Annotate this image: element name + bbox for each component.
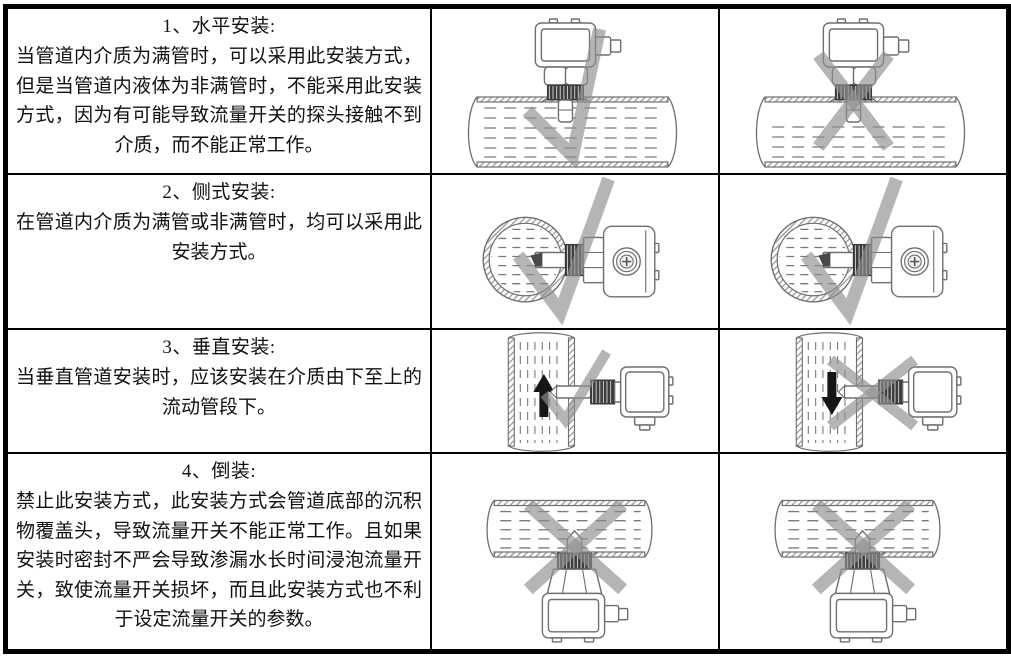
check-mark-icon — [801, 176, 903, 326]
flow-switch-device — [549, 366, 674, 431]
line — [869, 569, 876, 594]
connector-port-icon — [612, 247, 641, 276]
cross-mark-icon — [813, 51, 894, 151]
side-mount-correct-figure — [482, 176, 660, 326]
row-4-body: 禁止此安装方式，此安装方式会管道底部的沉积物覆盖头，导致流量开关不能正常工作。且… — [16, 491, 422, 630]
flow-direction-arrow-down — [821, 372, 843, 415]
vertical-mount-upward-flow-correct-figure — [507, 332, 674, 452]
row-4-description-cell: 4、倒装: 禁止此安装方式，此安装方式会管道底部的沉积物覆盖头，导致流量开关不能正… — [8, 454, 432, 649]
line — [561, 569, 568, 594]
side-mount-correct-2-cell — [720, 175, 1006, 330]
flow-switch-device — [530, 225, 660, 298]
side-mount-correct-cell — [432, 175, 720, 330]
line — [839, 551, 846, 556]
inverted-mount-incorrect-figure — [486, 499, 653, 643]
row-3-body: 当垂直管道安装时，应该安装在介质由下至上的流动管段下。 — [16, 367, 422, 418]
vertical-mount-downward-flow-incorrect-figure — [795, 332, 962, 452]
line — [829, 97, 836, 103]
horizontal-mount-full-pipe-correct-figure — [467, 18, 678, 170]
cross-mark-icon — [523, 499, 628, 595]
row-1-description-cell: 1、水平安装: 当管道内介质为满管时，可以采用此安装方式，但是当管道内液体为非满管… — [8, 9, 432, 175]
row-1-body: 当管道内介质为满管时，可以采用此安装方式，但是当管道内液体为非满管时，不能采用此… — [16, 46, 422, 156]
vertical-mount-downward-flow-incorrect-cell — [720, 330, 1006, 454]
row-4-title: 4、倒装: — [181, 461, 257, 482]
row-2-body: 在管道内介质为满管或非满管时，均可以采用此安装方式。 — [16, 212, 422, 263]
check-mark-icon — [540, 349, 611, 429]
check-mark-icon — [513, 176, 615, 326]
inverted-mount-incorrect-cell — [432, 454, 720, 649]
row-3-title: 3、垂直安装: — [162, 337, 276, 358]
line — [551, 551, 558, 556]
cross-mark-icon — [826, 355, 919, 431]
vertical-mount-upward-flow-correct-cell — [432, 330, 720, 454]
row-1-title: 1、水平安装: — [162, 16, 276, 37]
installation-table: 1、水平安装: 当管道内介质为满管时，可以采用此安装方式，但是当管道内液体为非满管… — [3, 4, 1011, 654]
side-mount-correct-2-figure — [770, 176, 948, 326]
line — [541, 97, 548, 103]
connector-port-icon — [900, 247, 929, 276]
horizontal-mount-partial-pipe-incorrect-figure — [755, 18, 966, 168]
row-3-description-cell: 3、垂直安装: 当垂直管道安装时，应该安装在介质由下至上的流动管段下。 — [8, 330, 432, 454]
inverted-mount-incorrect-2-cell — [720, 454, 1006, 649]
line — [871, 97, 878, 103]
row-2-title: 2、侧式安装: — [162, 182, 276, 203]
inverted-mount-incorrect-2-figure — [774, 499, 941, 643]
cross-mark-icon — [811, 499, 916, 595]
check-mark-icon — [522, 27, 606, 170]
line — [849, 569, 856, 594]
line — [581, 569, 588, 594]
horizontal-mount-full-pipe-correct-cell — [432, 9, 720, 175]
horizontal-mount-partial-pipe-incorrect-cell — [720, 9, 1006, 175]
flow-direction-arrow-up — [533, 374, 555, 417]
row-2-description-cell: 2、侧式安装: 在管道内介质为满管或非满管时，均可以采用此安装方式。 — [8, 175, 432, 330]
